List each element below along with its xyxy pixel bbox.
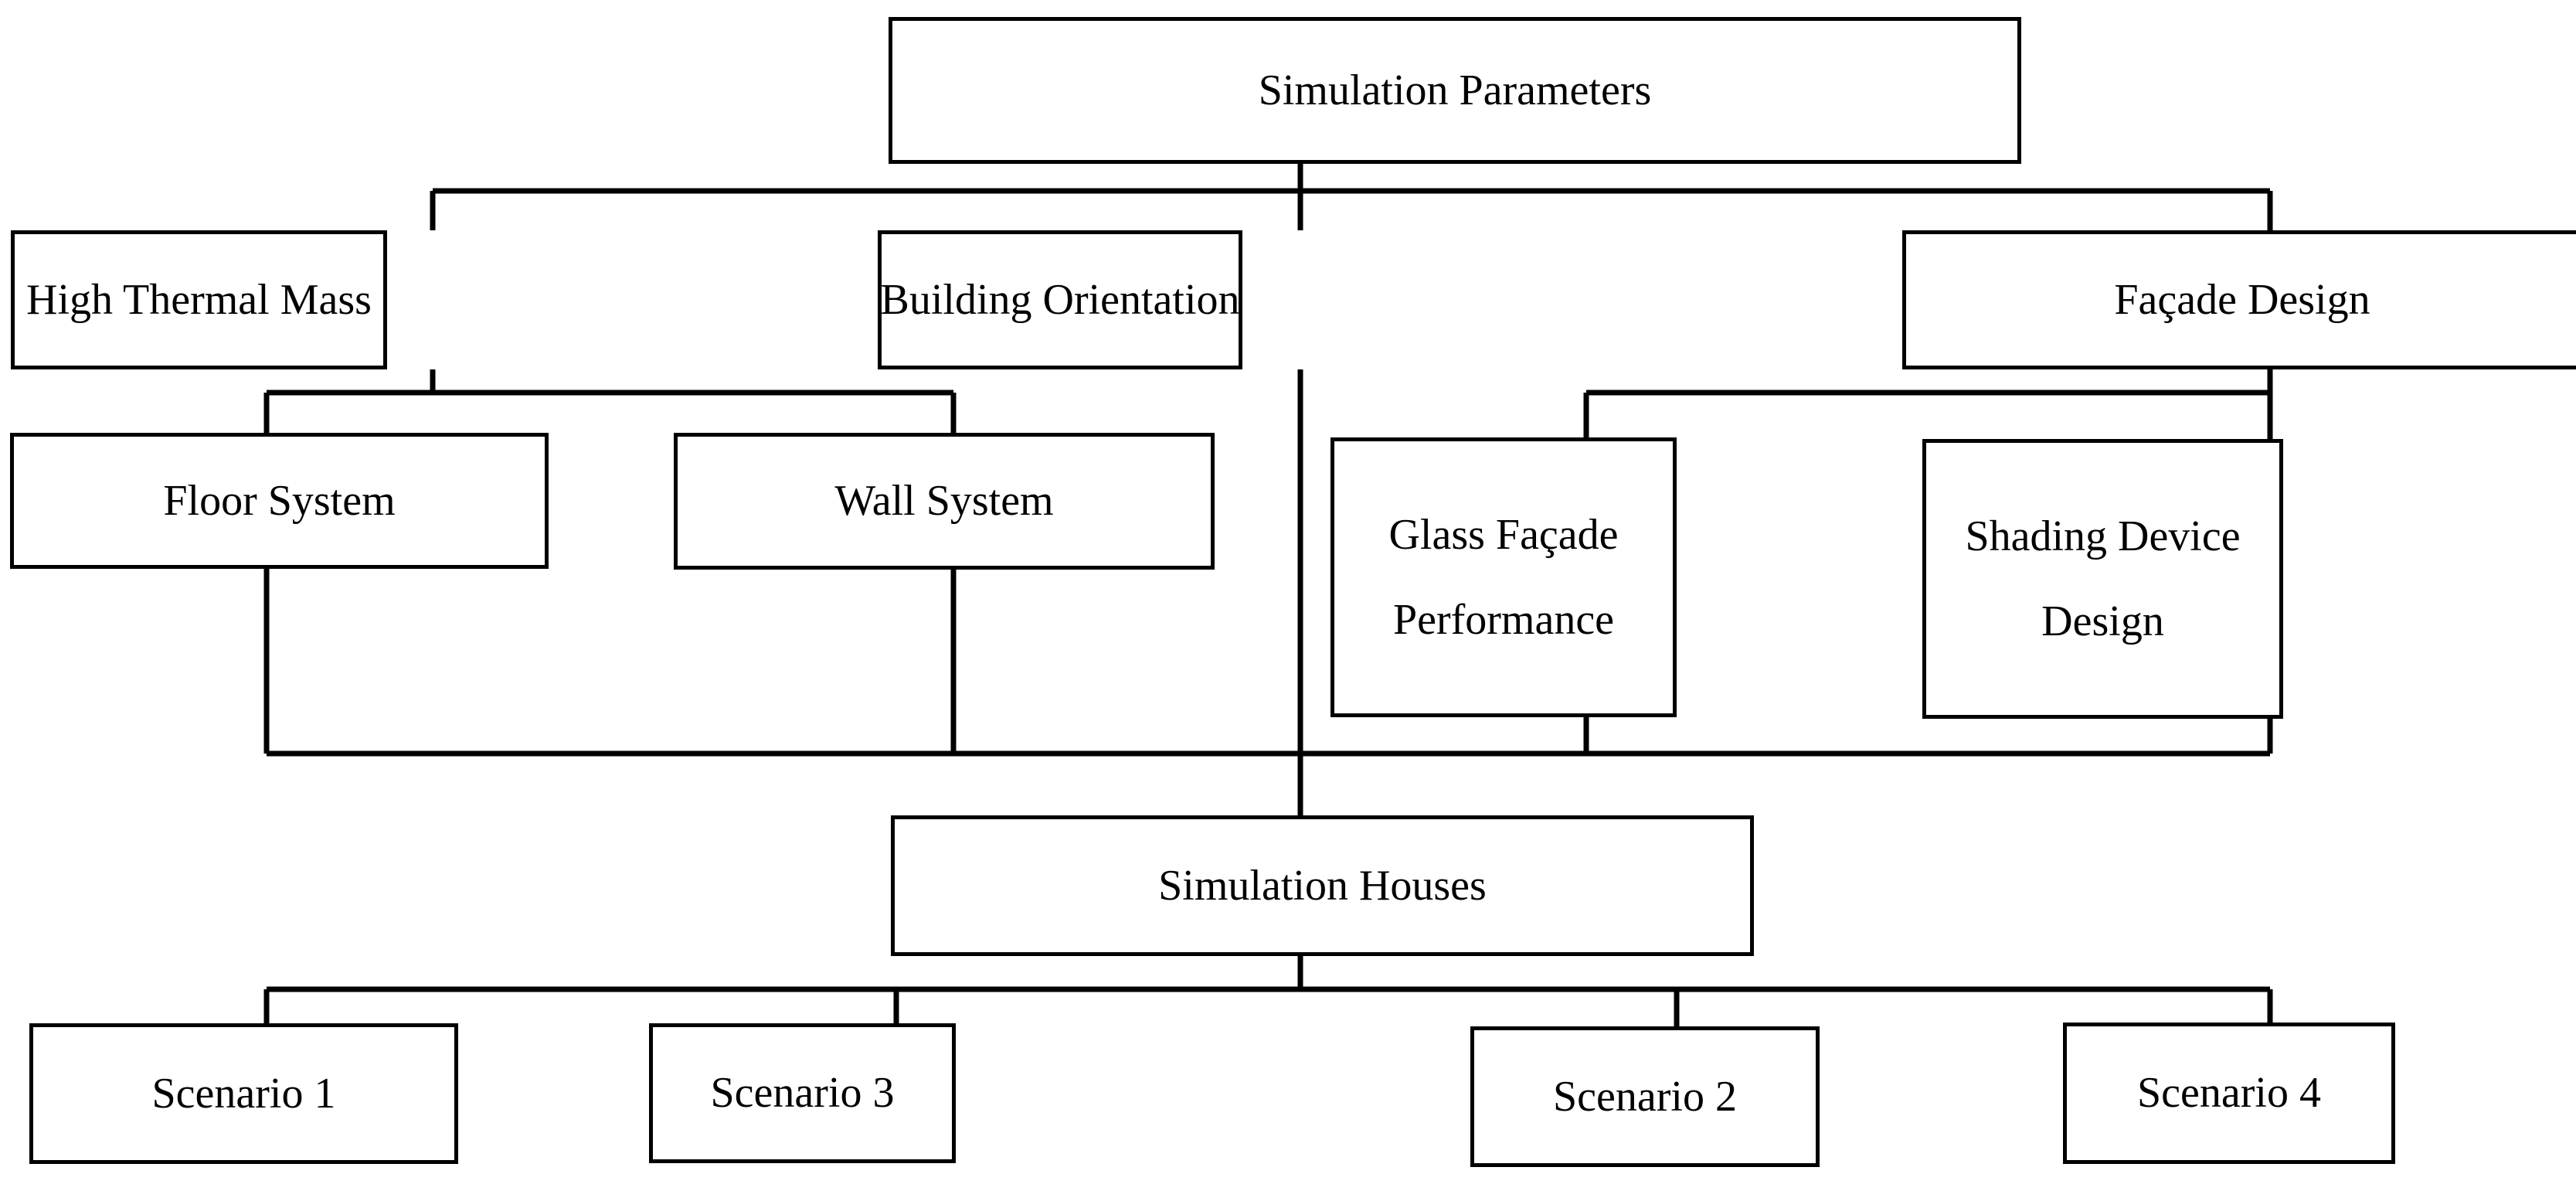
node-facade-design[interactable]: Façade Design bbox=[1902, 230, 2576, 369]
node-building-orientation[interactable]: Building Orientation bbox=[878, 230, 1242, 369]
node-label: Wall System bbox=[834, 477, 1054, 526]
node-scenario-1[interactable]: Scenario 1 bbox=[29, 1023, 458, 1164]
node-label: Scenario 3 bbox=[710, 1069, 895, 1118]
node-scenario-2[interactable]: Scenario 2 bbox=[1470, 1026, 1820, 1167]
node-label: Scenario 2 bbox=[1553, 1072, 1737, 1121]
node-label: High Thermal Mass bbox=[26, 275, 372, 324]
node-label: Scenario 1 bbox=[151, 1069, 336, 1118]
node-label: Building Orientation bbox=[880, 275, 1240, 324]
node-label: Simulation Parameters bbox=[1258, 66, 1652, 114]
node-label: Shading Device bbox=[1965, 512, 2241, 560]
node-label: Performance bbox=[1392, 596, 1615, 644]
node-scenario-3[interactable]: Scenario 3 bbox=[649, 1023, 956, 1163]
node-label: Façade Design bbox=[2114, 275, 2370, 324]
node-simulation-parameters[interactable]: Simulation Parameters bbox=[889, 17, 2021, 164]
node-label: Simulation Houses bbox=[1158, 861, 1487, 910]
node-scenario-4[interactable]: Scenario 4 bbox=[2063, 1023, 2395, 1164]
node-label: Design bbox=[2041, 597, 2164, 645]
node-label: Glass Façade bbox=[1388, 510, 1619, 559]
node-simulation-houses[interactable]: Simulation Houses bbox=[891, 815, 1754, 956]
node-label: Floor System bbox=[163, 476, 396, 525]
node-wall-system[interactable]: Wall System bbox=[674, 433, 1215, 570]
node-label: Scenario 4 bbox=[2137, 1069, 2321, 1118]
node-high-thermal-mass[interactable]: High Thermal Mass bbox=[11, 230, 387, 369]
node-floor-system[interactable]: Floor System bbox=[10, 433, 549, 569]
